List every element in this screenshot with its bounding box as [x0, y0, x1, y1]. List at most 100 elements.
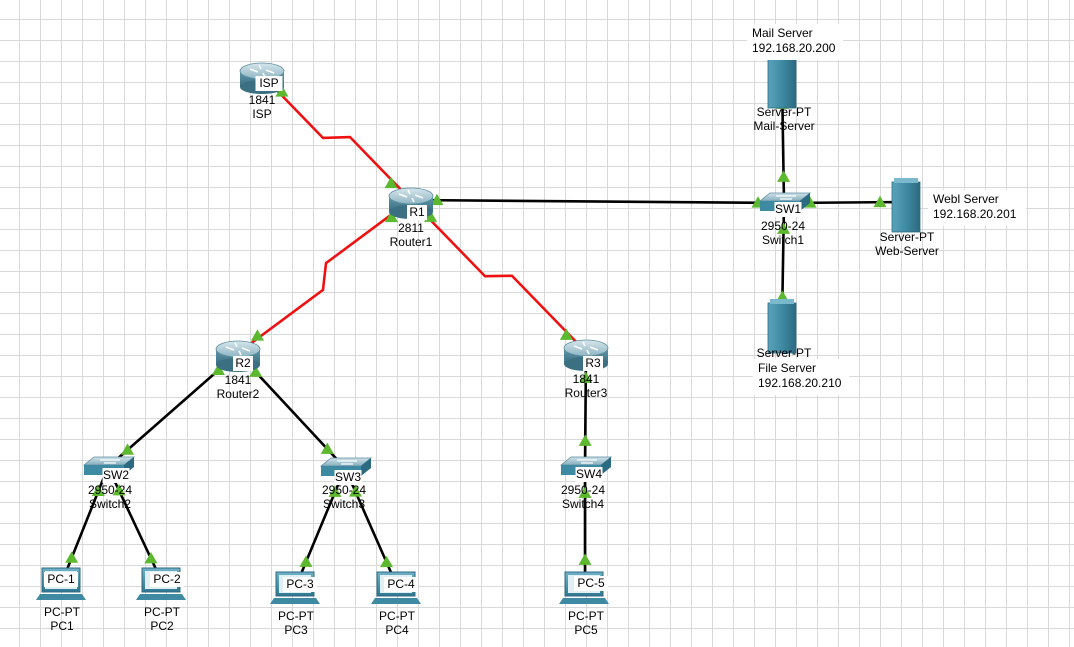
name-tag-bg: [255, 76, 283, 91]
link-up-indicator: [249, 365, 263, 377]
note-bg: [753, 359, 849, 395]
device-web[interactable]: [891, 178, 921, 233]
name-tag-bg: [102, 468, 130, 483]
device-name-tag: SW2: [103, 468, 129, 482]
link-r2-sw2[interactable]: [107, 352, 239, 468]
link-up-indicator: [91, 484, 105, 497]
link-r1-r3[interactable]: [410, 199, 587, 353]
pc-keyboard: [371, 598, 421, 604]
ethernet-cable[interactable]: [60, 466, 110, 583]
device-name-tag: SW3: [335, 470, 361, 484]
link-sw3-pc4[interactable]: [343, 467, 399, 587]
device-model-label: PC-PT: [144, 605, 181, 619]
link-up-indicator: [873, 195, 887, 208]
device-name-label: Web-Server: [875, 244, 939, 258]
device-name-tag: PC-5: [577, 576, 605, 590]
note-title: Mail Server: [752, 26, 813, 40]
switch-arrows: [577, 459, 597, 464]
link-up-indicator: [144, 551, 158, 564]
note-title: File Server: [758, 361, 816, 375]
device-name-label: PC3: [284, 623, 308, 637]
link-r1-r2[interactable]: [237, 198, 412, 355]
serial-cable[interactable]: [410, 199, 587, 353]
pc-keyboard: [270, 598, 320, 604]
switch-side: [361, 458, 371, 476]
device-model-label: 2950-24: [561, 483, 605, 497]
link-sw2-pc2[interactable]: [106, 466, 164, 583]
router-top: [215, 340, 261, 358]
link-up-indicator: [578, 553, 592, 565]
link-up-indicator: [348, 485, 362, 497]
link-sw4-pc5[interactable]: [578, 467, 592, 586]
link-up-indicator: [559, 328, 573, 340]
links-layer: [60, 74, 907, 587]
name-tag-bg: [583, 356, 603, 371]
name-tag-bg: [150, 572, 184, 587]
device-model-label: PC-PT: [379, 609, 416, 623]
name-tag-bg: [283, 577, 317, 592]
link-sw2-pc1[interactable]: [60, 466, 110, 583]
device-name-tag: PC-3: [286, 577, 314, 591]
link-up-indicator: [121, 443, 135, 455]
switch-side: [800, 193, 810, 211]
device-name-label: PC2: [150, 619, 174, 633]
link-up-indicator: [579, 371, 593, 383]
note-bg: [747, 24, 843, 60]
note-title: Webl Server: [933, 192, 999, 206]
note-bg: [928, 190, 1026, 226]
device-model-label: 2950-24: [88, 483, 132, 497]
link-up-indicator: [299, 555, 313, 567]
device-name-tag: R2: [235, 356, 251, 370]
link-up-indicator: [112, 484, 126, 496]
link-isp-r1[interactable]: [261, 74, 412, 201]
server-tower: [767, 57, 797, 109]
pc-keyboard: [36, 594, 86, 600]
router-top: [388, 187, 434, 205]
ethernet-cable[interactable]: [583, 351, 588, 468]
device-model-label: PC-PT: [278, 609, 315, 623]
device-name-tag: SW4: [576, 467, 602, 481]
link-up-indicator: [385, 210, 399, 223]
server-icon: [767, 299, 797, 354]
name-tag-bg: [233, 356, 253, 371]
link-up-indicator: [424, 210, 438, 222]
note-ip: 192.168.20.200: [752, 41, 836, 55]
server-icon: [891, 178, 921, 233]
link-up-indicator: [578, 434, 592, 446]
labels-layer: 1841ISPISP2811Router1R11841Router2R21841…: [44, 76, 939, 637]
device-model-label: PC-PT: [44, 605, 81, 619]
name-tag-bg: [774, 202, 802, 217]
link-up-indicator: [211, 363, 225, 376]
name-tag-bg: [44, 572, 78, 587]
router-arrows: [398, 189, 424, 203]
note-ip: 192.168.20.210: [758, 376, 842, 390]
link-sw3-pc3[interactable]: [294, 467, 347, 587]
name-tag-bg: [574, 576, 608, 591]
link-r3-sw4[interactable]: [578, 351, 593, 468]
device-model-label: Server-PT: [880, 230, 935, 244]
serial-cable[interactable]: [261, 74, 412, 201]
serial-cable[interactable]: [237, 198, 412, 355]
device-model-label: Server-PT: [757, 105, 812, 119]
link-r2-sw3[interactable]: [237, 352, 346, 469]
switch-side: [601, 457, 611, 475]
link-r1-sw1[interactable]: [410, 193, 785, 208]
device-model-label: Server-PT: [757, 346, 812, 360]
link-up-indicator: [777, 222, 791, 234]
pc-keyboard: [559, 598, 609, 604]
devices-layer: [36, 54, 921, 604]
device-file[interactable]: [767, 299, 797, 354]
device-model-label: 1841: [573, 372, 600, 386]
device-name-tag: ISP: [259, 76, 278, 90]
device-name-label: Switch4: [562, 497, 604, 511]
device-model-label: PC-PT: [568, 609, 605, 623]
ethernet-cable[interactable]: [410, 198, 785, 205]
server-top: [894, 178, 918, 183]
note-ip: 192.168.20.201: [933, 207, 1017, 221]
device-mail[interactable]: [767, 54, 797, 109]
